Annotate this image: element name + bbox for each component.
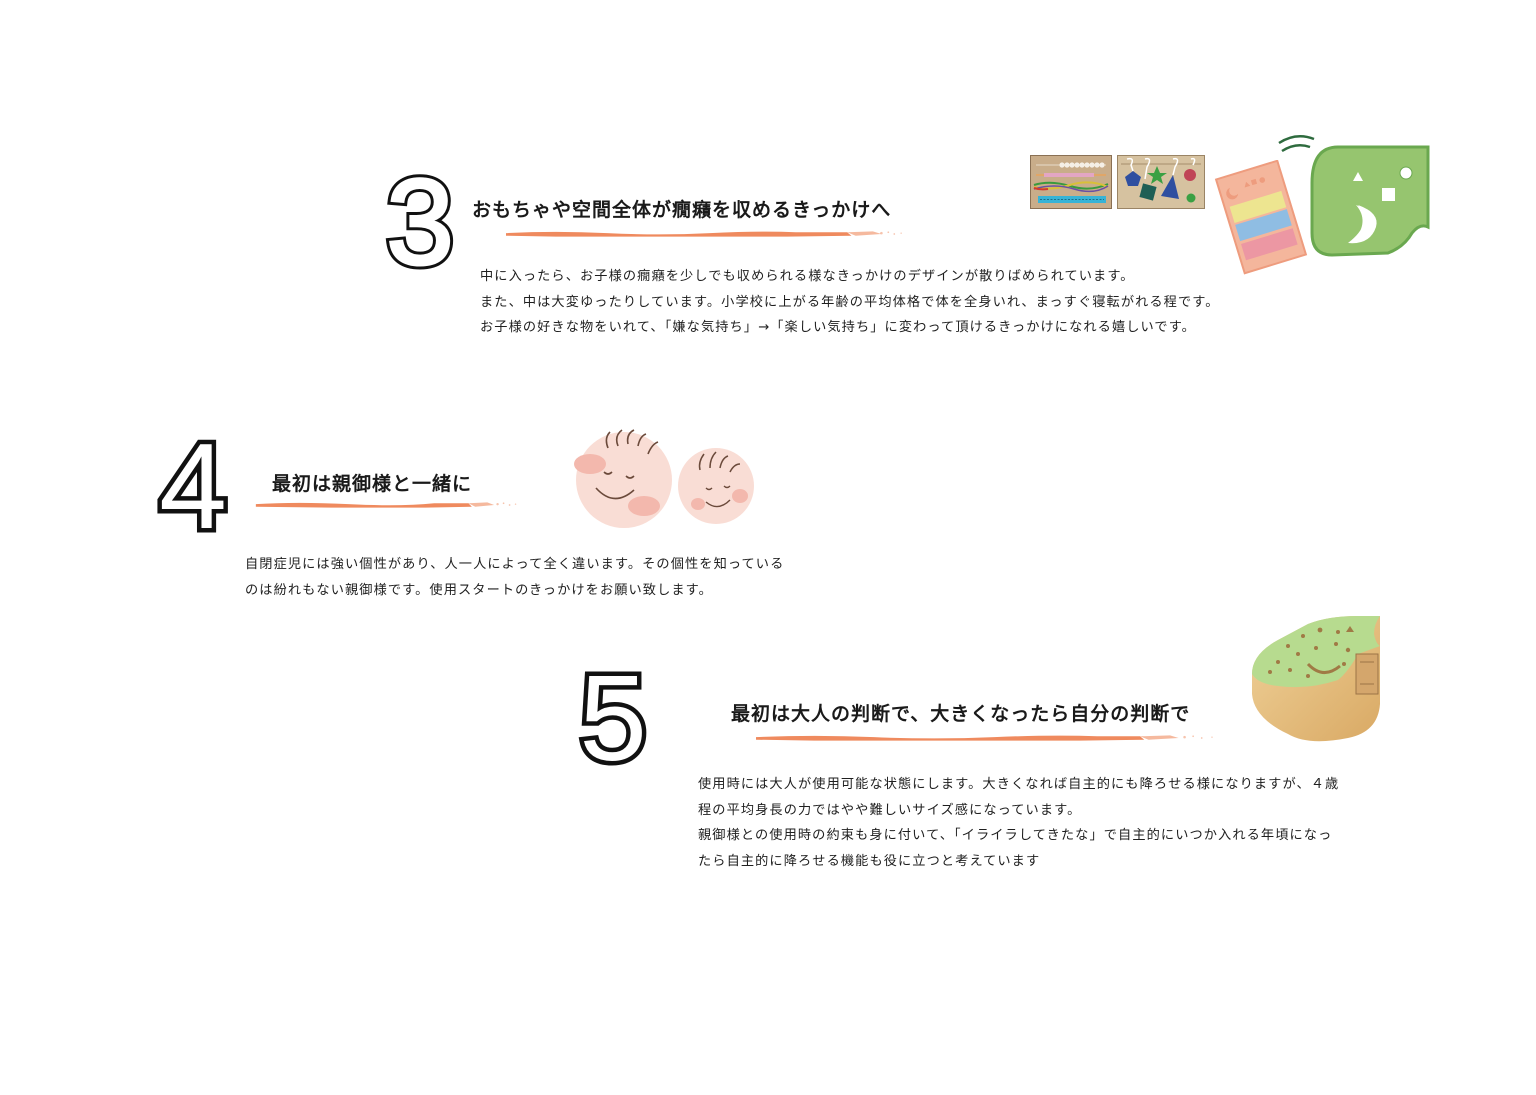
svg-text:3: 3 xyxy=(386,154,454,290)
svg-text:4: 4 xyxy=(159,418,227,554)
section-4-brush-underline xyxy=(255,502,517,508)
section-5-heading: 最初は大人の判断で、大きくなったら自分の判断で xyxy=(731,703,1191,725)
section-3-body-line: お子様の好きな物をいれて、「嫌な気持ち」→「楽しい気持ち」に変わって頂けるきっか… xyxy=(480,320,1196,335)
shape-lacing-board-illustration xyxy=(1117,155,1205,209)
numeral-4-glyph: 4 xyxy=(155,414,232,559)
section-5-number: 5 xyxy=(575,646,652,791)
section-5-body-line: たら自主的に降ろせる機能も役に立つと考えています xyxy=(698,853,1041,869)
green-elephant-panel-illustration xyxy=(1310,145,1430,257)
section-4-heading: 最初は親御様と一緒に xyxy=(272,473,473,495)
section-3-body-line: また、中は大変ゆったりしています。小学校に上がる年齢の平均体格で体を全身いれ、ま… xyxy=(480,294,1220,310)
section-3-heading: おもちゃや空間全体が癇癪を収めるきっかけへ xyxy=(472,199,892,221)
section-3-body-line: 中に入ったら、お子様の癇癪を少しでも収められる様なきっかけのデザインが散りばめら… xyxy=(480,269,1135,284)
numeral-5-glyph: 5 xyxy=(575,646,652,791)
section-4-body: 自閉症児には強い個性があり、人一人によって全く違います。その個性を知っている の… xyxy=(245,552,784,603)
parent-child-faces-illustration xyxy=(574,429,754,528)
section-5-body-line: 使用時には大人が使用可能な状態にします。大きくなれば自主的にも降ろせる様になりま… xyxy=(698,777,1340,792)
section-5-body: 使用時には大人が使用可能な状態にします。大きくなれば自主的にも降ろせる様になりま… xyxy=(698,772,1339,874)
section-3-number: 3 3 xyxy=(382,150,459,295)
section-4-body-line: 自閉症児には強い個性があり、人一人によって全く違います。その個性を知っている xyxy=(245,557,785,572)
section-5-body-line: 程の平均身長の力ではやや難しいサイズ感になっています。 xyxy=(698,802,1082,818)
bead-abacus-board-illustration xyxy=(1030,155,1112,209)
section-3-body: 中に入ったら、お子様の癇癪を少しでも収められる様なきっかけのデザインが散りばめら… xyxy=(480,264,1220,341)
section-5-brush-underline xyxy=(756,735,1213,741)
section-3-brush-underline xyxy=(506,231,902,237)
pink-color-card-illustration xyxy=(1214,160,1308,275)
child-face xyxy=(678,448,754,524)
wooden-box-product-illustration xyxy=(1252,616,1380,742)
signal-waves-icon xyxy=(1278,135,1315,153)
section-5-body-line: 親御様との使用時の約束も身に付いて、「イライラしてきたな」で自主的にいつか入れる… xyxy=(698,828,1333,843)
numeral-3-glyph: 3 3 xyxy=(382,150,459,295)
svg-text:5: 5 xyxy=(579,650,647,786)
numeral-3-inner: 3 xyxy=(386,154,454,290)
section-4-number: 4 xyxy=(155,414,232,559)
section-4-body-line: のは紛れもない親御様です。使用スタートのきっかけをお願い致します。 xyxy=(245,582,713,598)
parent-face xyxy=(574,429,672,528)
